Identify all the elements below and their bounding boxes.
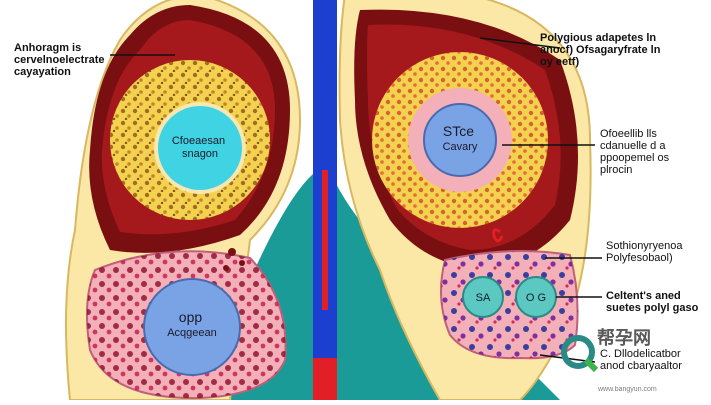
watermark-text: 帮孕网: [597, 328, 651, 349]
right-organ: STce Cavary SA O G: [338, 0, 592, 401]
label-bottom-right-b: C. Dllodelicatbor anod cbaryaaltor: [600, 348, 682, 372]
right-core-label: STce Cavary: [443, 123, 478, 153]
right-small-core-a: [462, 276, 504, 318]
left-cyan-core: [158, 106, 242, 190]
central-red-base: [313, 358, 337, 400]
right-small-label-a: SA: [476, 292, 491, 304]
label-top-right: Polygious adapetes ln anocf) Ofsagaryfra…: [540, 32, 661, 68]
label-lower-right: Sothionyryenoa Polyfesobaol): [606, 240, 683, 264]
teal-tissue-right: [334, 180, 560, 400]
left-lower-label: opp Acqgeean: [167, 309, 217, 339]
left-core-label: Cfoeaesan snagon: [172, 135, 228, 160]
label-mid-right: Ofoeellib lls cdanuelle d a ppoopemel os…: [600, 128, 670, 176]
watermark-q-icon: [561, 335, 595, 369]
left-lower-core: [143, 278, 241, 376]
watermark-logo: [561, 335, 599, 373]
left-organ: Cfoeaesan snagon opp Acqgeean: [65, 0, 302, 401]
central-red-stripe: [322, 170, 328, 310]
watermark-url: www.bangyun.com: [598, 386, 657, 393]
right-blue-core: [423, 103, 497, 177]
right-red-spiral-icon: [492, 228, 504, 243]
label-top-left: Anhoragm is cervelnoelectrate cayayation: [14, 42, 105, 78]
right-lower-texture: [441, 251, 578, 359]
label-bottom-right-a: Celtent's aned suetes polyl gaso: [606, 290, 699, 314]
right-small-label-b: O G: [526, 292, 546, 304]
